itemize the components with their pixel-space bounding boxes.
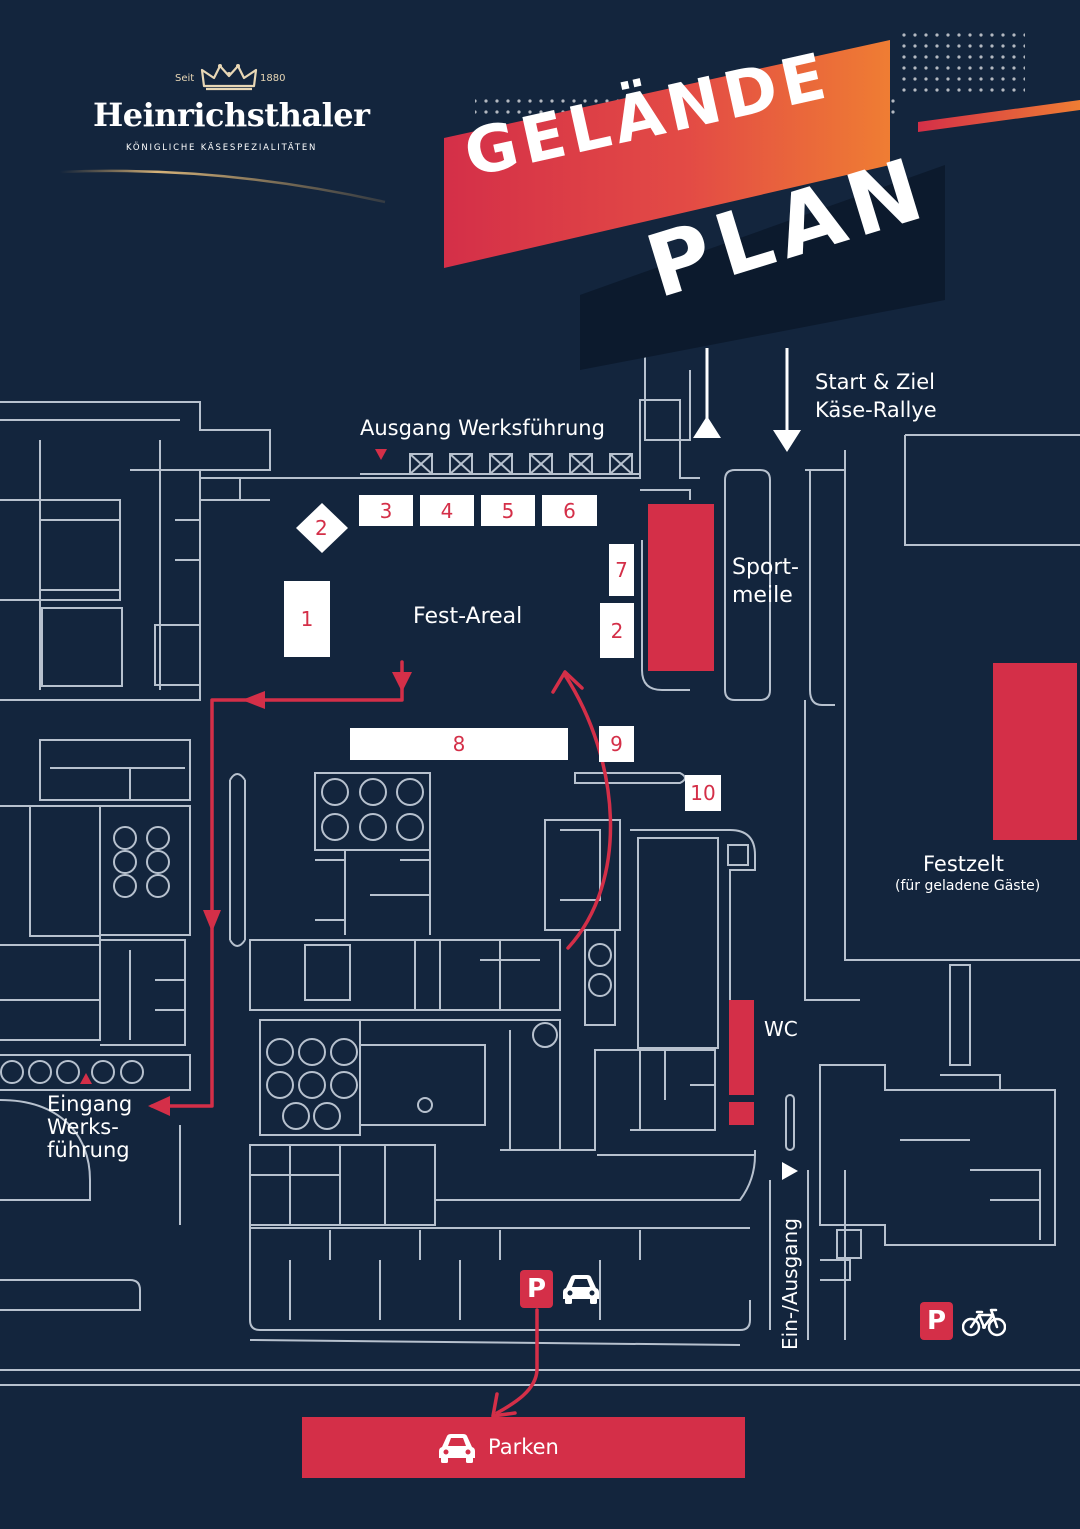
station-8: 8 <box>350 728 568 760</box>
station-3: 3 <box>359 495 413 526</box>
label-eingang-2: Werks- <box>47 1115 119 1139</box>
station-4: 4 <box>420 495 474 526</box>
label-kaese-rallye: Käse-Rallye <box>815 398 937 422</box>
parking-car-badge: P <box>520 1270 553 1308</box>
start-arrow-up <box>693 416 721 438</box>
label-fest-areal: Fest-Areal <box>413 604 523 629</box>
label-eingang-3: führung <box>47 1138 130 1162</box>
label-sportmeile-2: meile <box>732 583 793 608</box>
station-2-diamond <box>296 503 348 553</box>
eingang-marker <box>80 1073 92 1084</box>
bicycle-icon <box>962 1308 1006 1337</box>
label-start-ziel: Start & Ziel <box>815 370 936 394</box>
parken-bar <box>302 1417 745 1478</box>
brand-seit: Seit <box>175 73 195 84</box>
crown-icon <box>200 64 258 91</box>
label-parken: Parken <box>488 1435 559 1459</box>
brand-tagline: KÖNIGLICHE KÄSESPEZIALITÄTEN <box>126 143 318 153</box>
parking-bike-badge: P <box>920 1302 953 1340</box>
start-ziel-arrows <box>693 348 801 452</box>
label-ausgang-werksfuehrung: Ausgang Werksführung <box>360 416 605 440</box>
parking-route-line <box>495 1308 539 1415</box>
ziel-arrow-down <box>773 430 801 452</box>
ein-ausgang-arrow <box>782 1162 798 1180</box>
station-5: 5 <box>481 495 535 526</box>
label-ein-ausgang: Ein-/Ausgang <box>778 1218 802 1350</box>
gelaende-banner <box>444 40 890 268</box>
label-festzelt: Festzelt <box>923 852 1005 876</box>
station-2-label: 2 <box>315 516 328 540</box>
brand-year: 1880 <box>260 73 286 84</box>
station-2-right: 2 <box>600 603 634 658</box>
logo-swoosh <box>59 169 386 204</box>
station-6: 6 <box>542 495 597 526</box>
car-icon <box>563 1275 599 1304</box>
label-eingang-1: Eingang <box>47 1092 133 1116</box>
label-festzelt-sub: (für geladene Gäste) <box>895 878 1041 894</box>
wc-area-1 <box>729 1000 754 1095</box>
wc-area-2 <box>729 1102 754 1125</box>
station-1: 1 <box>284 581 330 657</box>
gates <box>360 453 640 475</box>
festzelt-area <box>993 663 1077 840</box>
exit-route-line <box>563 673 613 950</box>
dot-pattern-2 <box>895 30 1025 95</box>
car-icon-parken <box>439 1434 475 1463</box>
title-accent-line <box>918 100 1080 132</box>
station-7: 7 <box>609 544 634 596</box>
route-arrowheads <box>80 449 584 1418</box>
station-9: 9 <box>599 726 634 762</box>
building-outlines <box>0 355 1080 1386</box>
sportmeile-area <box>648 504 714 671</box>
ausgang-marker <box>375 449 387 460</box>
label-sportmeile-1: Sport- <box>732 555 799 580</box>
brand-name: Heinrichsthaler <box>93 96 370 134</box>
label-wc: WC <box>764 1017 798 1041</box>
station-10: 10 <box>685 775 721 811</box>
plan-banner-bg <box>580 165 945 370</box>
